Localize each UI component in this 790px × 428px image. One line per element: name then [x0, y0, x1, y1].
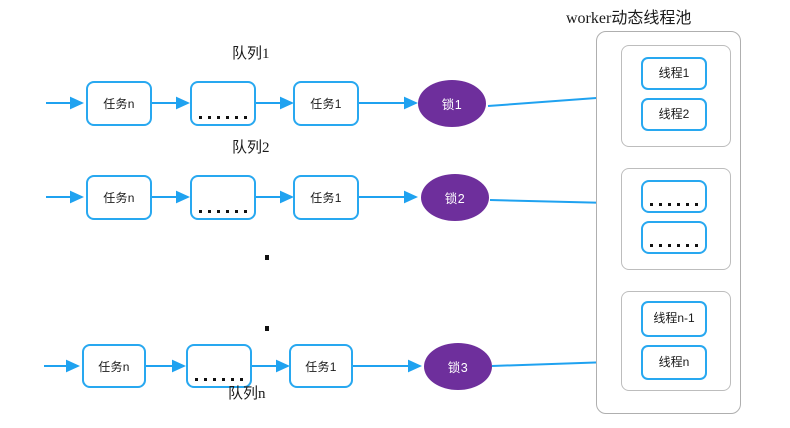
dot: [217, 210, 220, 213]
dot: [217, 116, 220, 119]
dot: [208, 116, 211, 119]
dot: [686, 244, 689, 247]
dot: [226, 116, 229, 119]
dot: [195, 378, 198, 381]
dot: [235, 116, 238, 119]
thread-box-ellipsis-1[interactable]: [641, 180, 707, 213]
lock-node-1[interactable]: 锁1: [418, 80, 486, 127]
dot: [650, 244, 653, 247]
ellipsis-node-q2[interactable]: [190, 175, 256, 220]
dot: [695, 203, 698, 206]
dot: [213, 378, 216, 381]
lock-node-3[interactable]: 锁3: [424, 343, 492, 390]
dot: [695, 244, 698, 247]
task-node-q2-n[interactable]: 任务n: [86, 175, 152, 220]
dot: [659, 244, 662, 247]
vertical-ellipsis-dot-2: [265, 326, 269, 331]
dot: [244, 210, 247, 213]
ellipsis-node-qn[interactable]: [186, 344, 252, 388]
vertical-ellipsis-dot-1: [265, 255, 269, 260]
dot: [204, 378, 207, 381]
queue-label-1: 队列1: [232, 46, 270, 62]
task-node-q1-n[interactable]: 任务n: [86, 81, 152, 126]
task-node-qn-n[interactable]: 任务n: [82, 344, 146, 388]
pool-title: worker动态线程池: [566, 10, 692, 27]
dot: [650, 203, 653, 206]
task-node-q1-1[interactable]: 任务1: [293, 81, 359, 126]
dot: [244, 116, 247, 119]
dot: [208, 210, 211, 213]
thread-box-ellipsis-2[interactable]: [641, 221, 707, 254]
dot: [686, 203, 689, 206]
thread-box-1[interactable]: 线程1: [641, 57, 707, 90]
dot: [231, 378, 234, 381]
arrow-lock2-pool: [489, 196, 612, 210]
queue-label-n: 队列n: [228, 386, 266, 402]
queue-label-2: 队列2: [232, 140, 270, 156]
thread-box-n[interactable]: 线程n: [641, 345, 707, 380]
dot: [668, 203, 671, 206]
arrow-lock1-pool: [487, 91, 612, 107]
dot: [668, 244, 671, 247]
ellipsis-node-q1[interactable]: [190, 81, 256, 126]
dot: [677, 203, 680, 206]
dot: [199, 116, 202, 119]
thread-box-2[interactable]: 线程2: [641, 98, 707, 131]
task-node-q2-1[interactable]: 任务1: [293, 175, 359, 220]
lock-node-2[interactable]: 锁2: [421, 174, 489, 221]
dot: [226, 210, 229, 213]
dot: [199, 210, 202, 213]
thread-box-n-minus-1[interactable]: 线程n-1: [641, 301, 707, 337]
dot: [659, 203, 662, 206]
dot: [222, 378, 225, 381]
dot: [235, 210, 238, 213]
dot: [677, 244, 680, 247]
dot: [240, 378, 243, 381]
task-node-qn-1[interactable]: 任务1: [289, 344, 353, 388]
arrow-lock3-pool: [491, 356, 612, 369]
